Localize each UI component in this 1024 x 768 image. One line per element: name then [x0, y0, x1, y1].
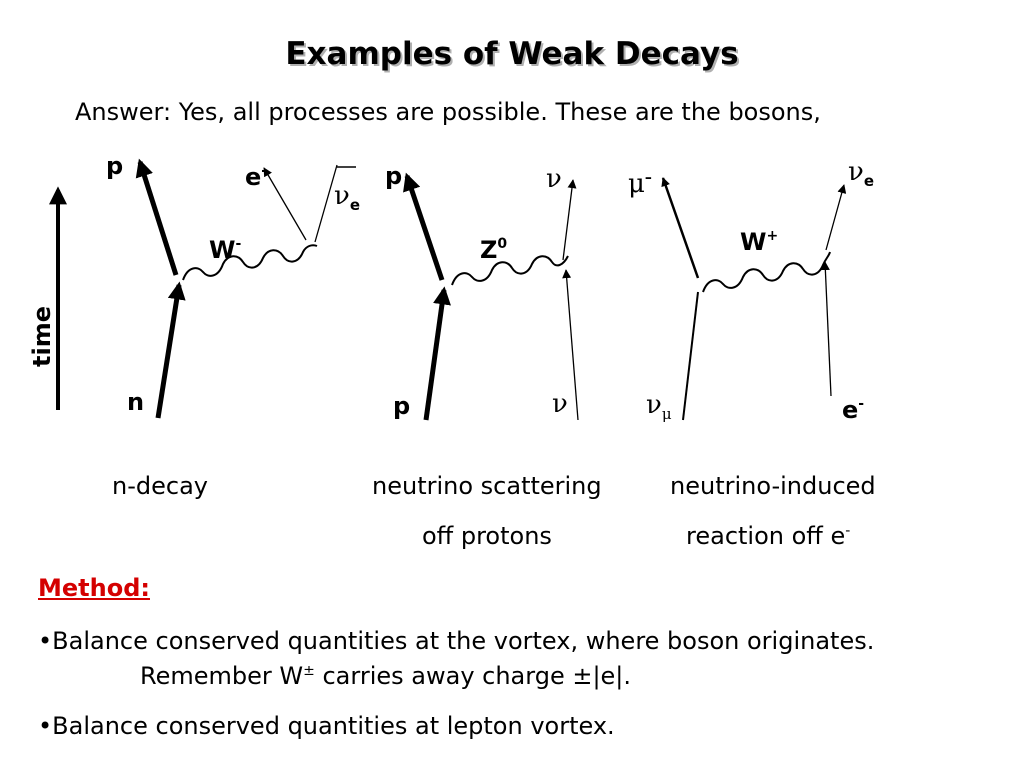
caption-reaction-text: reaction off e	[686, 522, 846, 550]
bullet1-cont-sup: ±	[303, 663, 315, 679]
method-heading: Method:	[38, 574, 150, 602]
method-bullet-2: •Balance conserved quantities at lepton …	[38, 712, 615, 740]
label-p-top: p	[106, 152, 123, 180]
caption-reaction-sup: -	[845, 523, 851, 539]
diagram-neutrino-induced: μ– νμ W+ νe e-	[628, 157, 874, 424]
z0-boson	[451, 255, 569, 286]
slide-title: Examples of Weak Decays	[285, 36, 739, 72]
proton-line	[135, 158, 179, 276]
label-nue-right: νe	[848, 157, 874, 190]
method-bullet-1-cont: Remember W± carries away charge ±|e|.	[140, 662, 631, 690]
diagram-n-decay: p n W- e- νe	[106, 152, 360, 419]
caption-reaction-off-e: reaction off e-	[686, 522, 850, 550]
bullet1-cont-post: carries away charge ±|e|.	[314, 662, 632, 690]
neutron-line	[155, 281, 186, 419]
caption-neutrino-scattering: neutrino scattering	[372, 472, 602, 500]
method-bullet-1: •Balance conserved quantities at the vor…	[38, 627, 875, 655]
numu-line	[682, 291, 699, 421]
nue-out-line	[825, 184, 847, 251]
label-z0: Z0	[480, 236, 507, 264]
label-nu-top-mid: ν	[546, 164, 562, 194]
w-plus-boson	[702, 251, 831, 293]
label-n: n	[127, 388, 144, 416]
label-w-minus: W-	[209, 236, 241, 264]
neutrino-out-line	[562, 179, 577, 261]
time-axis-label: time	[28, 306, 56, 367]
antineutrino-line	[314, 164, 338, 243]
electron-line	[263, 167, 307, 241]
answer-text: Answer: Yes, all processes are possible.…	[75, 98, 821, 126]
label-p-bottom-mid: p	[393, 392, 410, 420]
electron-in-line	[820, 261, 832, 397]
label-w-plus: W+	[740, 228, 778, 256]
caption-n-decay: n-decay	[112, 472, 208, 500]
label-antineutrino: νe	[334, 181, 360, 214]
proton-in-line	[423, 286, 451, 421]
label-electron: e-	[245, 163, 267, 191]
time-axis: time	[28, 186, 67, 410]
bullet1-cont-pre: Remember W	[140, 662, 304, 690]
label-p-top-mid: p	[385, 162, 402, 190]
muon-line	[661, 177, 700, 279]
label-electron-right: e-	[842, 396, 864, 424]
w-minus-boson	[182, 244, 318, 281]
diagram-neutrino-scattering: p p Z0 ν ν	[385, 162, 579, 421]
neutrino-in-line	[562, 269, 579, 421]
label-muon: μ–	[628, 169, 652, 199]
proton-out-line	[403, 172, 445, 281]
label-numu: νμ	[646, 390, 672, 423]
caption-off-protons: off protons	[422, 522, 552, 550]
caption-neutrino-induced: neutrino-induced	[670, 472, 876, 500]
label-nu-bottom-mid: ν	[552, 389, 568, 419]
